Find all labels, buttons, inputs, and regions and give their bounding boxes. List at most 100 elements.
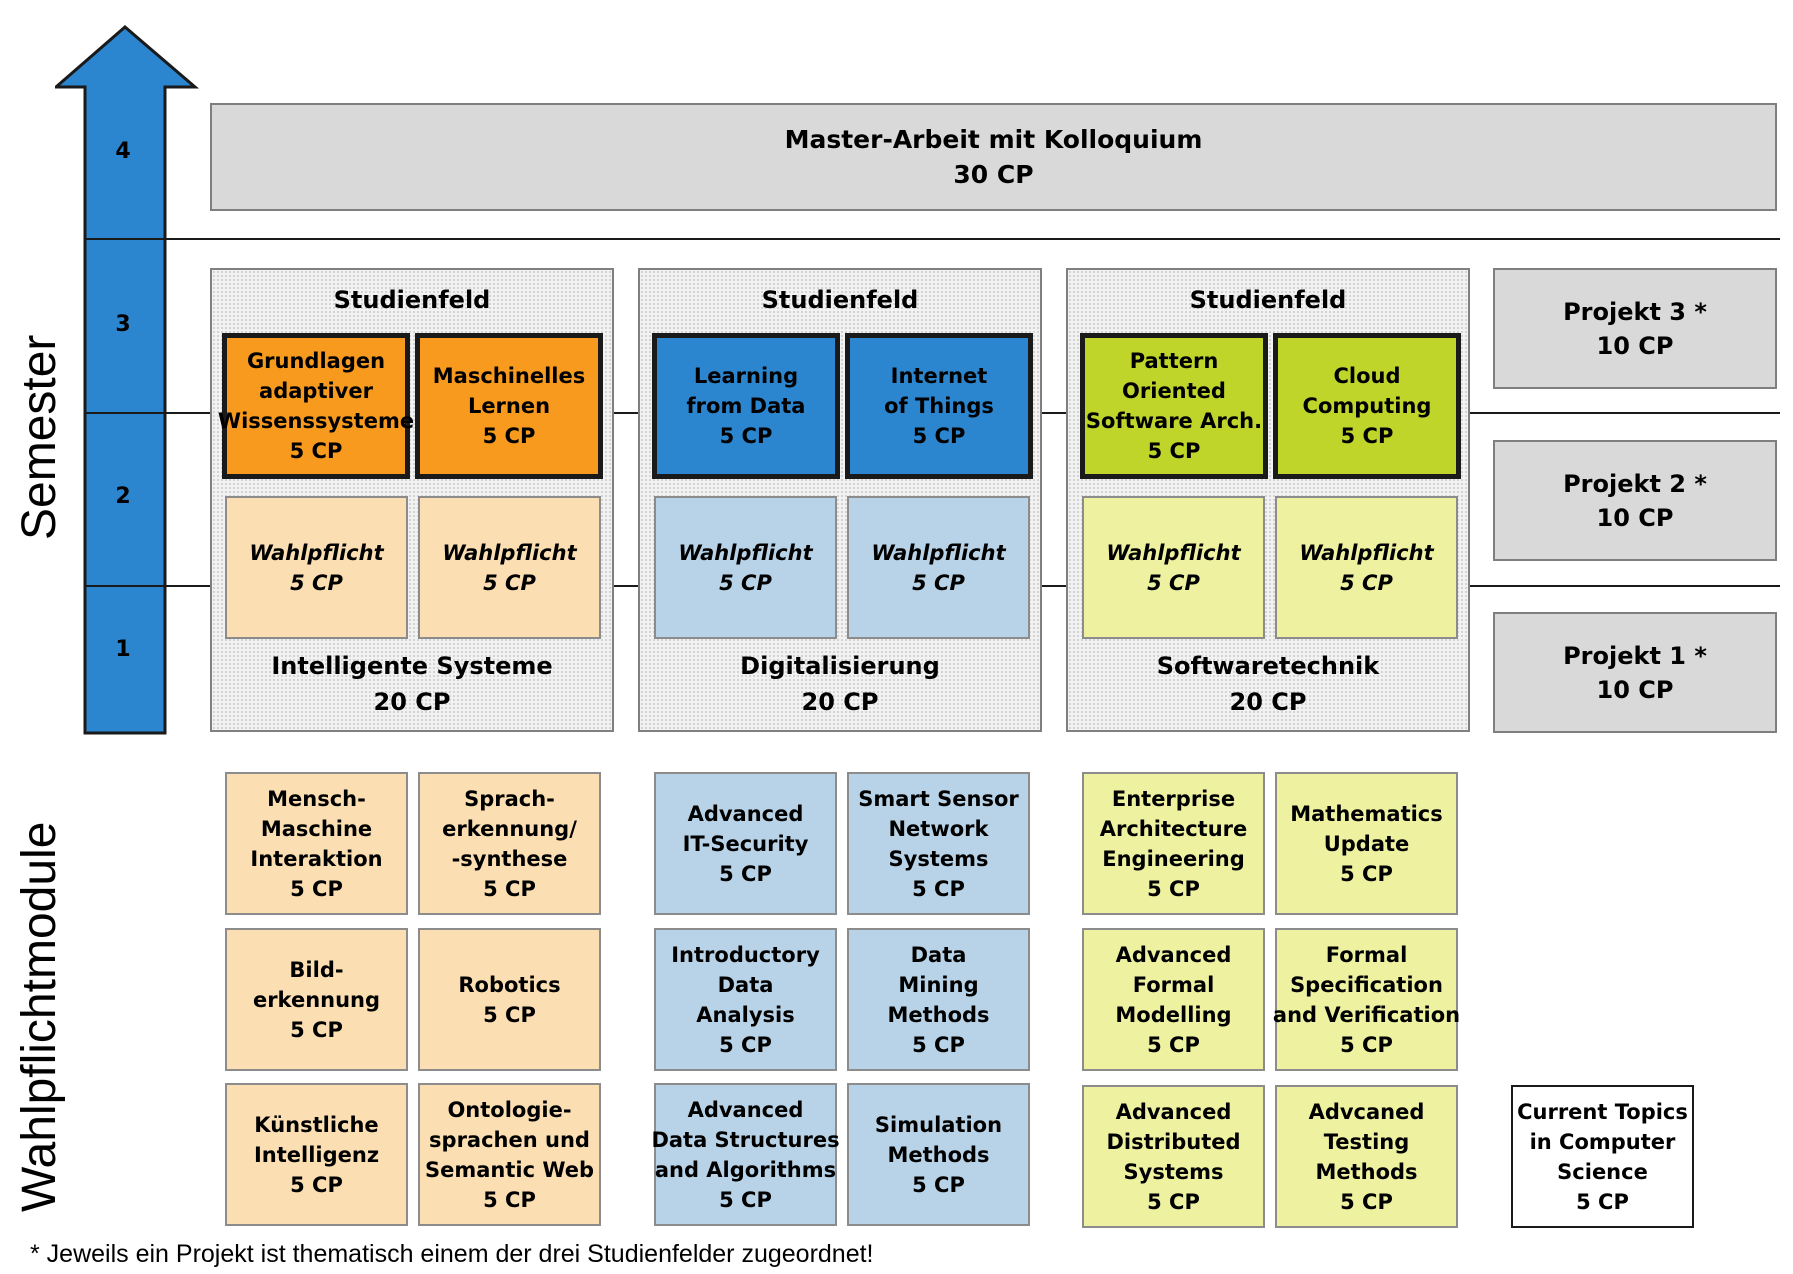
module-line: Distributed — [1106, 1129, 1241, 1154]
module-line: Cloud — [1333, 364, 1401, 388]
module-line: Formal — [1325, 942, 1408, 967]
semester-number-2: 2 — [115, 484, 131, 509]
elective-advanced-formal-modelling: Advanced Formal Modelling 5 CP — [1082, 928, 1265, 1071]
wahlpflicht-slot: Wahlpflicht 5 CP — [654, 496, 837, 639]
module-line: Systems — [1123, 1159, 1224, 1184]
module-cp: 5 CP — [1340, 570, 1393, 595]
module-cp: 5 CP — [290, 1017, 343, 1042]
module-line: Wahlpflicht — [871, 540, 1006, 565]
project-1-box: Projekt 1 * 10 CP — [1493, 612, 1777, 733]
elective-enterprise-architecture-engineering: Enterprise Architecture Engineering 5 CP — [1082, 772, 1265, 915]
project-3-box: Projekt 3 * 10 CP — [1493, 268, 1777, 389]
module-cp: 5 CP — [483, 1002, 536, 1027]
module-line: Wissenssysteme — [217, 409, 415, 433]
module-cp: 5 CP — [719, 424, 773, 448]
wahlpflicht-axis-label: Wahlpflichtmodule — [13, 821, 66, 1212]
master-thesis-box: Master-Arbeit mit Kolloquium 30 CP — [210, 103, 1777, 211]
module-line: Advanced — [1115, 1099, 1232, 1124]
module-line: -synthese — [451, 846, 568, 871]
core-module-maschinelles-lernen: Maschinelles Lernen 5 CP — [415, 333, 603, 479]
module-line: Robotics — [458, 972, 561, 997]
wahlpflicht-slot: Wahlpflicht 5 CP — [225, 496, 408, 639]
semester-number-1: 1 — [115, 637, 131, 662]
module-cp: 5 CP — [912, 1172, 965, 1197]
module-line: Smart Sensor — [858, 786, 1019, 811]
module-line: Interaktion — [250, 846, 383, 871]
elective-kuenstliche-intelligenz: Künstliche Intelligenz 5 CP — [225, 1083, 408, 1226]
module-line: Science — [1557, 1159, 1648, 1184]
studienfeld-heading: Studienfeld — [1189, 286, 1347, 314]
module-line: Software Arch. — [1085, 409, 1263, 433]
module-line: Wahlpflicht — [1106, 540, 1241, 565]
module-cp: 5 CP — [719, 861, 772, 886]
module-cp: 5 CP — [912, 570, 965, 595]
module-cp: 5 CP — [1340, 1189, 1393, 1214]
module-line: Intelligenz — [253, 1142, 380, 1167]
module-cp: 5 CP — [1340, 1032, 1393, 1057]
module-cp: 5 CP — [719, 1187, 772, 1212]
semester-axis-label: Semester — [13, 334, 66, 540]
module-cp: 5 CP — [719, 570, 772, 595]
module-line: and Verification — [1272, 1002, 1461, 1027]
wahlpflicht-slot: Wahlpflicht 5 CP — [1082, 496, 1265, 639]
studienfeld-cp: 20 CP — [1229, 688, 1307, 716]
project-title: Projekt 2 * — [1563, 469, 1707, 498]
project-cp: 10 CP — [1596, 503, 1674, 532]
module-line: Testing — [1323, 1129, 1410, 1154]
module-line: Oriented — [1122, 379, 1226, 403]
module-line: Wahlpflicht — [678, 540, 813, 565]
module-cp: 5 CP — [912, 1032, 965, 1057]
module-cp: 5 CP — [1576, 1189, 1629, 1214]
studienfeld-heading: Studienfeld — [333, 286, 491, 314]
module-line: Formal — [1132, 972, 1215, 997]
module-line: Methods — [887, 1142, 990, 1167]
elective-advanced-it-security: Advanced IT-Security 5 CP — [654, 772, 837, 915]
core-module-pattern-oriented-software-arch: Pattern Oriented Software Arch. 5 CP — [1080, 333, 1268, 479]
footnote: * Jeweils ein Projekt ist thematisch ein… — [30, 1240, 874, 1268]
module-line: Ontologie- — [447, 1097, 572, 1122]
semester-number-3: 3 — [115, 312, 131, 337]
core-module-grundlagen-adaptiver-wissenssysteme: Grundlagen adaptiver Wissenssysteme 5 CP — [218, 333, 414, 479]
module-cp: 5 CP — [912, 876, 965, 901]
module-line: Advanced — [687, 801, 804, 826]
project-2-box: Projekt 2 * 10 CP — [1493, 440, 1777, 561]
module-line: of Things — [884, 394, 994, 418]
module-line: Data — [910, 942, 967, 967]
core-module-internet-of-things: Internet of Things 5 CP — [845, 333, 1033, 479]
module-cp: 5 CP — [482, 424, 536, 448]
module-cp: 5 CP — [719, 1032, 772, 1057]
module-line: Analysis — [696, 1002, 795, 1027]
module-line: Learning — [693, 364, 799, 388]
studienfeld-name: Digitalisierung — [740, 652, 940, 680]
module-line: Computing — [1302, 394, 1432, 418]
module-cp: 5 CP — [483, 570, 536, 595]
elective-ontologiesprachen-semantic-web: Ontologie- sprachen und Semantic Web 5 C… — [418, 1083, 601, 1226]
module-line: Maschine — [260, 816, 373, 841]
module-line: Grundlagen — [246, 349, 386, 373]
module-line: Semantic Web — [424, 1157, 595, 1182]
module-line: Update — [1323, 831, 1410, 856]
wahlpflicht-slot: Wahlpflicht 5 CP — [1275, 496, 1458, 639]
project-cp: 10 CP — [1596, 331, 1674, 360]
elective-introductory-data-analysis: Introductory Data Analysis 5 CP — [654, 928, 837, 1071]
module-cp: 5 CP — [1340, 861, 1393, 886]
semester-divider-3-4 — [86, 238, 1780, 240]
module-line: Systems — [888, 846, 989, 871]
module-line: Internet — [890, 364, 988, 388]
module-cp: 5 CP — [289, 439, 343, 463]
module-line: Methods — [887, 1002, 990, 1027]
elective-spracherkennung: Sprach- erkennung/ -synthese 5 CP — [418, 772, 601, 915]
studienfeld-cp: 20 CP — [373, 688, 451, 716]
module-line: in Computer — [1529, 1129, 1676, 1154]
module-line: Simulation — [874, 1112, 1003, 1137]
module-line: Introductory — [671, 942, 820, 967]
module-line: Current Topics — [1517, 1099, 1688, 1124]
module-line: Mining — [898, 972, 979, 997]
semester-arrow — [55, 25, 200, 735]
module-line: Data Structures — [651, 1127, 840, 1152]
module-line: Mathematics — [1290, 801, 1443, 826]
elective-advcaned-testing-methods: Advcaned Testing Methods 5 CP — [1275, 1085, 1458, 1228]
module-line: from Data — [686, 394, 806, 418]
module-line: Methods — [1315, 1159, 1418, 1184]
module-line: Network — [888, 816, 989, 841]
